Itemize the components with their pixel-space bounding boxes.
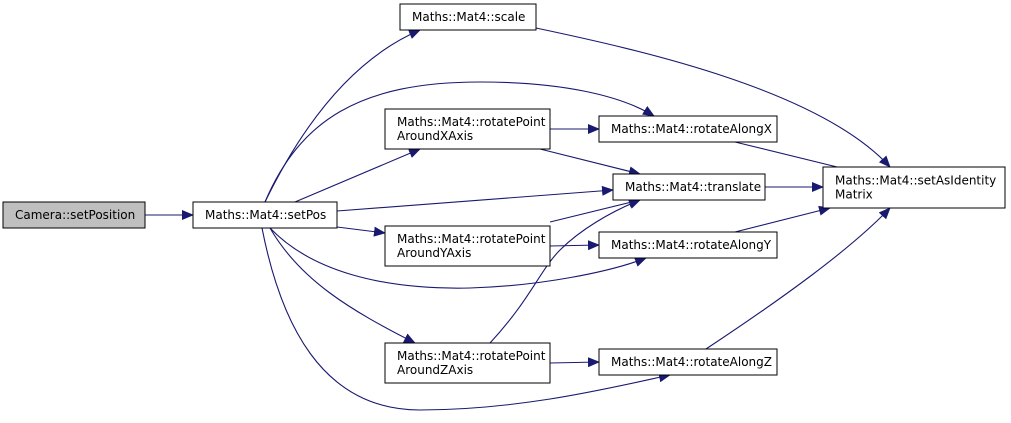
node-label-line: AroundXAxis xyxy=(397,129,473,143)
node-box xyxy=(822,166,1006,209)
edge-mat4-rotatealongy-to-mat4-setasidentitymatrix xyxy=(734,205,831,233)
node-label-line: Maths::Mat4::rotatePoint xyxy=(397,349,546,363)
edges-layer xyxy=(145,27,891,411)
node-box xyxy=(384,225,551,267)
node-label-line: Maths::Mat4::setPos xyxy=(205,208,326,222)
edge-mat4-rotatepointaroundzaxis-to-mat4-rotatealongz xyxy=(549,357,600,368)
node-mat4-setpos[interactable]: Maths::Mat4::setPos xyxy=(192,201,338,229)
node-box xyxy=(598,115,778,143)
node-label-line: AroundZAxis xyxy=(397,363,473,377)
edge-mat4-rotatepointaroundyaxis-to-mat4-rotatealongy xyxy=(549,240,600,251)
node-mat4-scale[interactable]: Maths::Mat4::scale xyxy=(399,3,537,31)
node-label-line: Maths::Mat4::scale xyxy=(412,10,525,24)
node-label-line: Camera::setPosition xyxy=(15,208,135,222)
node-label-line: Maths::Mat4::rotateAlongX xyxy=(611,122,772,136)
node-label-line: Maths::Mat4::rotateAlongY xyxy=(611,238,772,252)
node-box xyxy=(399,3,537,31)
edge-mat4-setpos-to-mat4-rotatealongz xyxy=(261,227,671,411)
node-mat4-rotatealongz[interactable]: Maths::Mat4::rotateAlongZ xyxy=(598,348,778,376)
node-box xyxy=(598,231,778,259)
edge-mat4-setpos-to-mat4-rotatealongx xyxy=(264,81,655,203)
node-box xyxy=(384,108,551,150)
node-mat4-rotatealongy[interactable]: Maths::Mat4::rotateAlongY xyxy=(598,231,778,259)
edge-mat4-rotatepointaroundxaxis-to-mat4-translate xyxy=(539,148,641,177)
node-box xyxy=(612,173,766,201)
node-mat4-rotatealongx[interactable]: Maths::Mat4::rotateAlongX xyxy=(598,115,778,143)
node-camera-setposition[interactable]: Camera::setPosition xyxy=(2,201,146,229)
node-label-line: AroundYAxis xyxy=(397,246,471,260)
edge-mat4-scale-to-mat4-setasidentitymatrix xyxy=(535,27,891,168)
node-label-line: Maths::Mat4::rotatePoint xyxy=(397,115,546,129)
node-label-line: Maths::Mat4::translate xyxy=(625,180,761,194)
node-mat4-translate[interactable]: Maths::Mat4::translate xyxy=(612,173,766,201)
node-box xyxy=(384,342,551,384)
edge-mat4-rotatepointaroundyaxis-to-mat4-translate xyxy=(549,197,641,223)
node-label-line: Maths::Mat4::rotatePoint xyxy=(397,232,546,246)
node-box xyxy=(2,201,146,229)
edge-mat4-setpos-to-mat4-translate xyxy=(336,185,614,212)
edge-mat4-setpos-to-mat4-rotatepointaroundzaxis xyxy=(269,227,416,344)
edge-mat4-rotatealongz-to-mat4-setasidentitymatrix xyxy=(705,207,891,350)
node-label-line: Matrix xyxy=(835,188,873,202)
edge-mat4-setpos-to-mat4-rotatealongy xyxy=(269,227,647,289)
node-box xyxy=(192,201,338,229)
node-label-line: Maths::Mat4::rotateAlongZ xyxy=(611,355,772,369)
edge-mat4-setpos-to-mat4-rotatepointaroundxaxis xyxy=(294,148,421,203)
node-box xyxy=(598,348,778,376)
edge-mat4-rotatepointaroundzaxis-to-mat4-translate xyxy=(489,199,641,344)
edge-mat4-setpos-to-mat4-rotatepointaroundyaxis xyxy=(336,226,386,237)
node-label-line: Maths::Mat4::setAsIdentity xyxy=(835,174,996,188)
